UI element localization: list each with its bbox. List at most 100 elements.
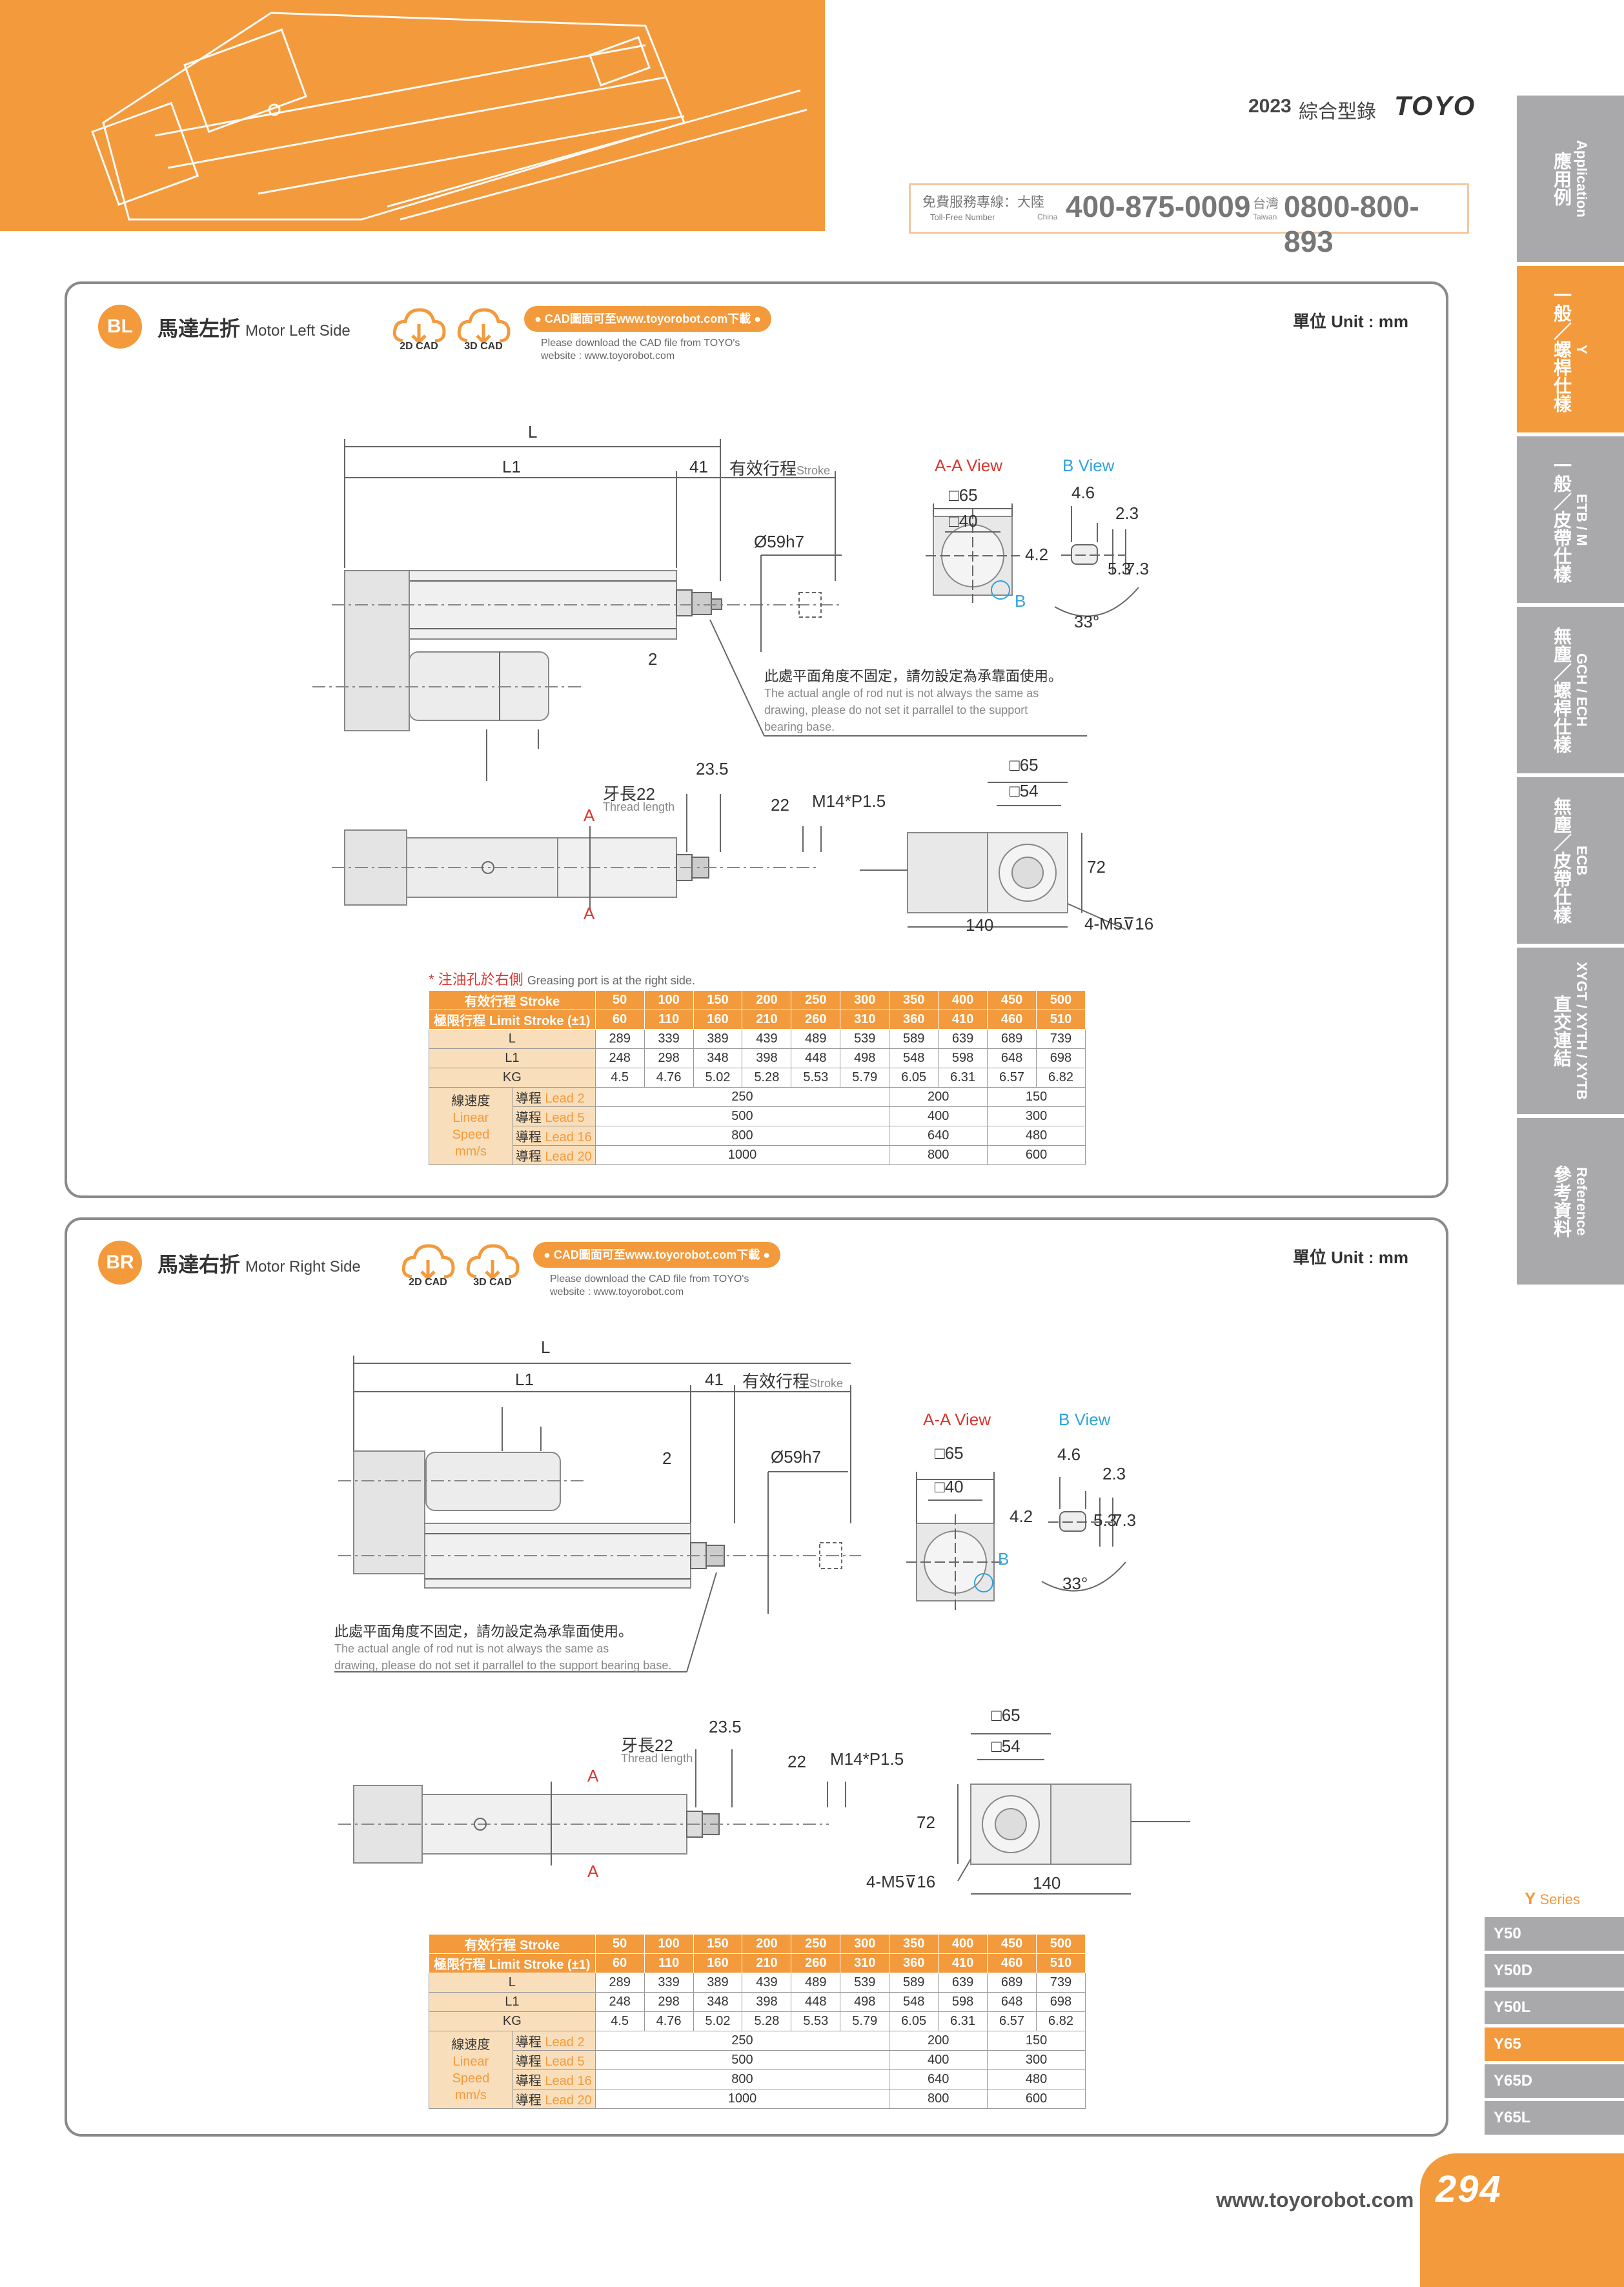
cell: 250 xyxy=(791,1934,841,1954)
cell: 589 xyxy=(889,1029,939,1049)
tab-reference[interactable]: 參考資料 Reference xyxy=(1517,1118,1624,1285)
tab-label: 無塵／螺桿仕樣 xyxy=(1552,627,1572,753)
catalog-title: 綜合型錄 xyxy=(1299,101,1376,123)
dim-phi: Ø59h7 xyxy=(771,1447,822,1467)
cell: 360 xyxy=(889,1010,939,1030)
cell: 300 xyxy=(987,2050,1086,2070)
thread-length-en: Thread length xyxy=(621,1752,693,1765)
cell: 348 xyxy=(693,1048,743,1068)
tab-ecb[interactable]: 無塵／皮帶仕樣 ECB xyxy=(1517,777,1624,944)
panel-badge: BL xyxy=(98,305,142,349)
series-tab-y50[interactable]: Y50 xyxy=(1485,1917,1624,1951)
cell: 600 xyxy=(987,1145,1086,1165)
series-tab-y65l[interactable]: Y65L xyxy=(1485,2101,1624,2135)
cell: 739 xyxy=(1035,1973,1086,1993)
dim-phi: Ø59h7 xyxy=(754,532,805,551)
cell: 498 xyxy=(840,1992,890,2012)
b-marker: B xyxy=(1015,591,1026,611)
lead-cn: 導程 xyxy=(515,1150,542,1164)
cell: 439 xyxy=(742,1973,792,1993)
cell: 210 xyxy=(742,1953,792,1973)
dim-5-3: 5.3 xyxy=(1093,1510,1117,1530)
dimension-drawing-left xyxy=(312,439,1139,930)
cell: 1000 xyxy=(594,1145,890,1165)
tab-etb-m[interactable]: 一般／皮帶仕樣 ETB / M xyxy=(1517,436,1624,603)
aa-view-label: A-A View xyxy=(923,1410,991,1429)
tab-application[interactable]: 應用例 Application xyxy=(1517,96,1624,262)
dim-sq54: □54 xyxy=(991,1736,1020,1756)
cell: 548 xyxy=(889,1992,939,2012)
cad-2d-download-icon[interactable] xyxy=(399,1238,457,1292)
lead-label: 導程 Lead 2 xyxy=(512,2031,596,2051)
cell: 460 xyxy=(987,1010,1037,1030)
tab-y[interactable]: 一般／螺桿仕樣 Y xyxy=(1517,266,1624,432)
tab-label: 無塵／皮帶仕樣 xyxy=(1552,797,1572,924)
dim-angle: 33° xyxy=(1062,1574,1088,1593)
cell: 398 xyxy=(742,1992,792,2012)
actuator-line-art xyxy=(91,12,807,221)
cell: 648 xyxy=(987,1048,1037,1068)
dim-22: 22 xyxy=(787,1752,806,1771)
cad-note-line2: website : www.toyorobot.com xyxy=(541,351,675,361)
cell: 200 xyxy=(742,990,792,1010)
tab-label: 參考資料 xyxy=(1552,1165,1572,1237)
cad-2d-download-icon[interactable] xyxy=(390,302,448,356)
cell: 589 xyxy=(889,1973,939,1993)
tab-label: 一般／螺桿仕樣 xyxy=(1552,286,1572,412)
cell: 448 xyxy=(791,1992,841,2012)
tab-xygt[interactable]: 直交連結 XYGT / XYTH / XYTB xyxy=(1517,948,1624,1114)
footer-website-link[interactable]: www.toyorobot.com xyxy=(1216,2188,1414,2211)
cell: 350 xyxy=(889,1934,939,1954)
cell: 510 xyxy=(1035,1010,1086,1030)
cell: 698 xyxy=(1035,1992,1086,2012)
rod-nut-note-en3: bearing base. xyxy=(764,720,835,733)
series-tab-y65d[interactable]: Y65D xyxy=(1485,2064,1624,2098)
series-tab-y50l[interactable]: Y50L xyxy=(1485,1991,1624,2024)
cell: 460 xyxy=(987,1953,1037,1973)
dim-angle: 33° xyxy=(1074,612,1100,631)
hotline-label: 免費服務專線：大陸 xyxy=(922,195,1044,210)
tab-gch-ech[interactable]: 無塵／螺桿仕樣 GCH / ECH xyxy=(1517,607,1624,773)
dim-72: 72 xyxy=(917,1813,935,1832)
dim-4-6: 4.6 xyxy=(1071,483,1095,502)
cell: 5.53 xyxy=(791,2011,841,2031)
series-tab-y65[interactable]: Y65 xyxy=(1485,2028,1624,2061)
cell: 310 xyxy=(840,1953,890,1973)
b-marker: B xyxy=(998,1549,1010,1569)
cell: 498 xyxy=(840,1048,890,1068)
cad-download-link[interactable]: ● CAD圖面可至www.toyorobot.com下載 ● xyxy=(524,306,772,332)
tab-label: 應用例 xyxy=(1552,152,1572,206)
series-tab-y50d[interactable]: Y50D xyxy=(1485,1954,1624,1987)
cell: 500 xyxy=(1035,1934,1086,1954)
cell: 250 xyxy=(791,990,841,1010)
taiwan-label: 台灣 xyxy=(1253,197,1279,211)
grease-note: * 注油孔於右側 Greasing port is at the right s… xyxy=(429,968,695,989)
cell: 410 xyxy=(938,1010,988,1030)
cell: 160 xyxy=(693,1010,743,1030)
lead-label: 導程 Lead 20 xyxy=(512,2089,596,2109)
cell: 110 xyxy=(644,1010,694,1030)
cad-3d-download-icon[interactable] xyxy=(463,1238,522,1292)
section-a-top: A xyxy=(584,806,595,825)
cell: 598 xyxy=(938,1992,988,2012)
cad-3d-download-icon[interactable] xyxy=(454,302,513,356)
lead-en: Lead 5 xyxy=(545,2055,585,2069)
cad-download-note: Please download the CAD file from TOYO's… xyxy=(541,337,740,363)
cad-note-line1: Please download the CAD file from TOYO's xyxy=(541,338,740,349)
cell: 100 xyxy=(644,1934,694,1954)
dim-22: 22 xyxy=(771,795,789,815)
dim-sq65-end: □65 xyxy=(1010,755,1039,775)
lead-label: 導程 Lead 2 xyxy=(512,1087,596,1107)
tab-label-en: Reference xyxy=(1574,1166,1590,1236)
cell: 600 xyxy=(987,2089,1086,2109)
rod-nut-note-cn: 此處平面角度不固定，請勿設定為承靠面使用。 xyxy=(764,668,1063,684)
cad-download-link[interactable]: ● CAD圖面可至www.toyorobot.com下載 ● xyxy=(533,1242,781,1268)
cell: 4.76 xyxy=(644,2011,694,2031)
lead-en: Lead 20 xyxy=(545,2093,592,2108)
cell: 6.05 xyxy=(889,2011,939,2031)
cell: 250 xyxy=(594,2031,890,2051)
